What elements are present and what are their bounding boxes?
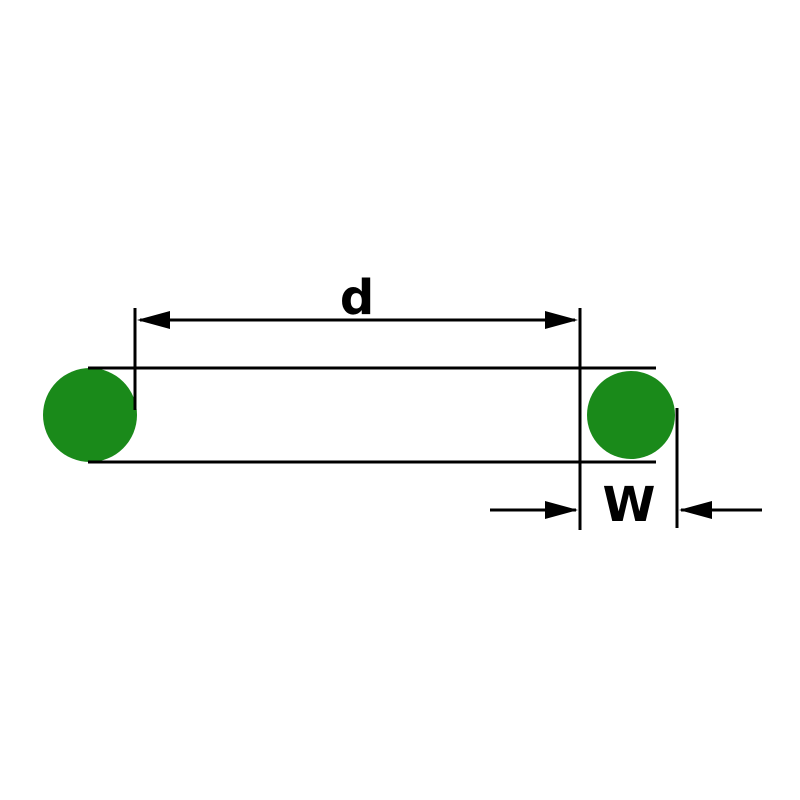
dimension-d-arrowhead-left (137, 311, 170, 329)
dimension-w-arrowhead-left (545, 501, 578, 519)
diagram-arrowheads (137, 311, 712, 519)
dimension-w-arrowhead-right (679, 501, 712, 519)
dimension-d-label: d (340, 270, 374, 326)
o-ring-cross-section-left (43, 368, 137, 462)
diagram-lines (88, 308, 762, 530)
dimension-d-arrowhead-right (545, 311, 578, 329)
dimension-w-label: W (603, 477, 656, 533)
o-ring-cross-section-right (587, 371, 675, 459)
